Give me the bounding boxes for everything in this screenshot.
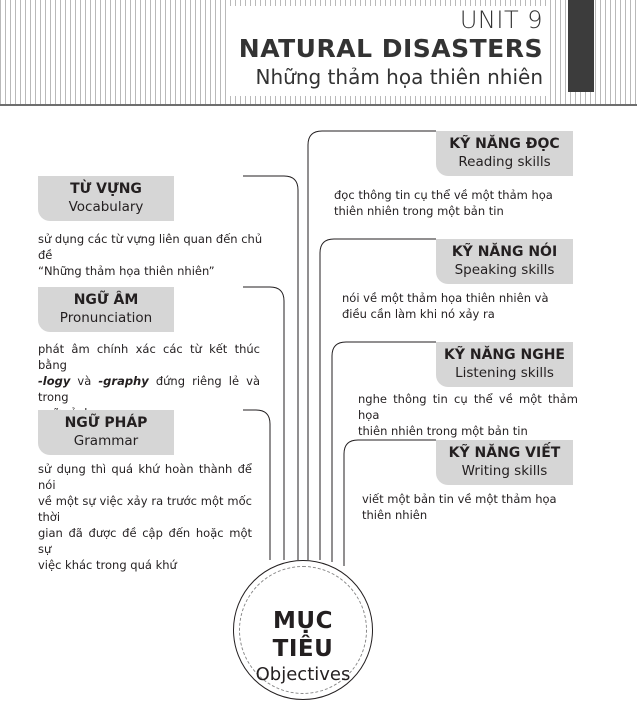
desc-writing: viết một bản tin về một thảm họa thiên n… xyxy=(362,492,557,522)
unit-number: UNIT 9 xyxy=(459,6,543,34)
label-writing-vi: KỸ NĂNG VIẾT xyxy=(448,445,561,461)
label-listening-vi: KỸ NĂNG NGHE xyxy=(444,347,565,363)
objectives-title-en: Objectives xyxy=(255,664,351,685)
label-pronunciation-en: Pronunciation xyxy=(59,310,153,326)
label-speaking: KỸ NĂNG NÓI Speaking skills xyxy=(436,239,573,284)
objectives-circle: MỤC TIÊU Objectives xyxy=(233,560,373,700)
connector-writing xyxy=(343,439,436,566)
label-pronunciation-vi: NGỮ ÂM xyxy=(73,292,139,308)
label-reading: KỸ NĂNG ĐỌC Reading skills xyxy=(436,131,573,176)
connector-grammar xyxy=(243,409,271,560)
label-listening-en: Listening skills xyxy=(455,365,554,381)
connector-pronunciation xyxy=(243,286,285,560)
label-vocabulary: TỪ VỰNG Vocabulary xyxy=(38,176,174,221)
desc-speaking: nói về một thảm họa thiên nhiên và điều … xyxy=(342,291,549,321)
label-speaking-en: Speaking skills xyxy=(454,262,555,278)
label-writing-en: Writing skills xyxy=(461,463,548,479)
label-grammar-en: Grammar xyxy=(73,433,139,449)
connector-listening xyxy=(331,341,436,562)
label-grammar: NGỮ PHÁP Grammar xyxy=(38,410,174,455)
label-pronunciation: NGỮ ÂM Pronunciation xyxy=(38,287,174,332)
label-grammar-vi: NGỮ PHÁP xyxy=(64,415,148,431)
desc-listening: nghe thông tin cụ thể về một thảm họa th… xyxy=(358,392,578,438)
label-speaking-vi: KỸ NĂNG NÓI xyxy=(451,244,558,260)
connector-speaking xyxy=(319,238,436,560)
objectives-title-vi: MỤC TIÊU xyxy=(272,608,334,662)
label-writing: KỸ NĂNG VIẾT Writing skills xyxy=(436,440,573,485)
label-listening: KỸ NĂNG NGHE Listening skills xyxy=(436,342,573,387)
label-reading-vi: KỸ NĂNG ĐỌC xyxy=(449,136,560,152)
desc-pronunciation: phát âm chính xác các từ kết thúc bằng -… xyxy=(38,342,260,420)
label-vocabulary-en: Vocabulary xyxy=(68,199,144,215)
unit-title-block: UNIT 9 NATURAL DISASTERS Những thảm họa … xyxy=(228,6,549,96)
desc-grammar: sử dụng thì quá khứ hoàn thành để nói về… xyxy=(38,462,252,572)
label-reading-en: Reading skills xyxy=(458,154,551,170)
label-vocabulary-vi: TỪ VỰNG xyxy=(70,181,142,197)
desc-vocabulary: sử dụng các từ vựng liên quan đến chủ đề… xyxy=(38,232,263,278)
header-tab xyxy=(568,0,594,92)
desc-reading: đọc thông tin cụ thể về một thảm họa thi… xyxy=(334,188,553,218)
connector-reading xyxy=(307,130,436,560)
unit-subtitle: Những thảm họa thiên nhiên xyxy=(255,65,543,89)
connector-vocabulary xyxy=(243,175,299,560)
unit-topic: NATURAL DISASTERS xyxy=(238,34,543,63)
